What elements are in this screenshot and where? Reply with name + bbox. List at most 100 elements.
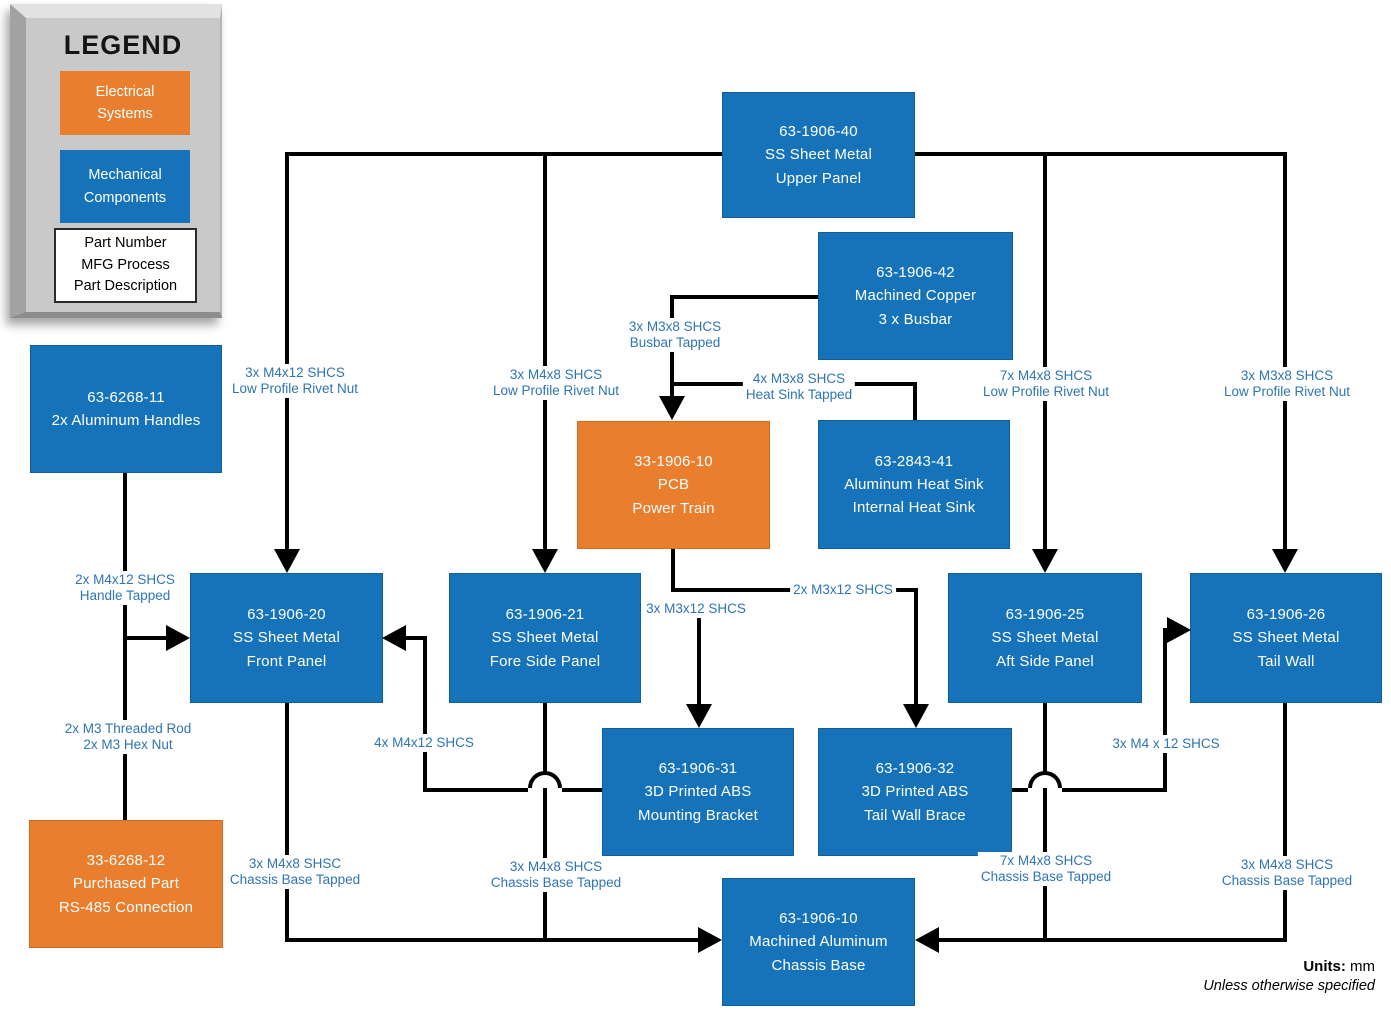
arrowhead-into-fore-side-panel [532, 549, 558, 573]
fastener-method: Chassis Base Tapped [980, 869, 1112, 885]
legend-mechanical-label: Mechanical [88, 167, 162, 184]
line-jump [528, 771, 562, 788]
node-heat-sink: 63-2843-41 Aluminum Heat Sink Internal H… [818, 420, 1010, 549]
fastener-method: Heat Sink Tapped [745, 387, 853, 403]
arrowhead-into-front-panel [274, 549, 300, 573]
connector-line [1283, 152, 1287, 549]
node-upper-panel: 63-1906-40 SS Sheet Metal Upper Panel [722, 92, 915, 218]
fastener-label-pcb-brace: 2x M3x12 SHCS [790, 581, 896, 600]
part-number: 63-1906-25 [1005, 606, 1085, 624]
connector-line [562, 788, 602, 792]
mfg-process: Machined Copper [854, 287, 977, 305]
mfg-process: SS Sheet Metal [1232, 629, 1340, 647]
fastener-spec: 4x M4x12 SHCS [374, 735, 474, 750]
fastener-spec: 2x M4x12 SHCS [75, 572, 175, 587]
fastener-method: Handle Tapped [79, 588, 171, 604]
part-description: Fore Side Panel [489, 652, 601, 670]
fastener-label-front-top: 3x M4x12 SHCS Low Profile Rivet Nut [228, 364, 362, 399]
legend-mechanical-label: Components [83, 189, 167, 206]
fastener-spec: 4x M3x8 SHCS [752, 371, 846, 386]
legend-electrical-label: Systems [97, 106, 153, 122]
fastener-method: Chassis Base Tapped [1221, 873, 1353, 889]
mfg-process: 3D Printed ABS [644, 783, 752, 801]
mfg-process: PCB [657, 476, 690, 494]
connector-line [1012, 788, 1028, 792]
fastener-label-handle: 2x M4x12 SHCS Handle Tapped [72, 571, 178, 606]
legend-key-part-number: Part Number [84, 234, 167, 251]
node-busbar: 63-1906-42 Machined Copper 3 x Busbar [818, 232, 1013, 360]
arrowhead-into-chassis-base-right [915, 927, 939, 953]
part-description: 2x Aluminum Handles [51, 412, 201, 429]
part-description: Power Train [632, 499, 715, 517]
fastener-spec: 2x M3 Threaded Rod [64, 721, 192, 736]
fastener-spec: 3x M3x8 SHCS [1240, 368, 1334, 383]
arrowhead-handles-into-front-panel [166, 625, 190, 651]
line-jump [1028, 771, 1062, 788]
connector-line [671, 548, 675, 592]
fastener-label-fore-base: 3x M4x8 SHCS Chassis Base Tapped [487, 858, 625, 893]
legend-electrical-label: Electrical [95, 83, 155, 100]
node-mounting-bracket: 63-1906-31 3D Printed ABS Mounting Brack… [602, 728, 794, 856]
mfg-process: Purchased Part [72, 875, 180, 893]
part-number: 63-1906-42 [876, 264, 955, 282]
legend-electrical-swatch: Electrical Systems [60, 71, 190, 135]
connector-line [285, 152, 289, 549]
fastener-label-tail-top: 3x M3x8 SHCS Low Profile Rivet Nut [1220, 367, 1354, 402]
arrowhead-into-aft-side-panel [1032, 549, 1058, 573]
arrowhead-into-mounting-bracket [686, 704, 712, 728]
fastener-label-heat-sink: 4x M3x8 SHCS Heat Sink Tapped [742, 370, 856, 405]
arrowhead-into-pcb [659, 396, 685, 420]
legend-key-part-description: Part Description [73, 278, 178, 295]
legend-title: LEGEND [63, 30, 183, 60]
fastener-method: Chassis Base Tapped [490, 875, 622, 891]
part-description: Tail Wall [1257, 652, 1315, 670]
node-fore-side-panel: 63-1906-21 SS Sheet Metal Fore Side Pane… [449, 573, 641, 703]
fastener-label-front-base: 3x M4x8 SHSC Chassis Base Tapped [226, 855, 364, 890]
fastener-method: Chassis Base Tapped [229, 872, 361, 888]
units-value: mm [1345, 958, 1375, 975]
fastener-spec: 3x M4x8 SHCS [509, 367, 603, 382]
mfg-process: Machined Aluminum [749, 933, 888, 951]
mfg-process: SS Sheet Metal [764, 146, 873, 164]
fastener-label-bracket-front: 4x M4x12 SHCS [371, 734, 477, 753]
fastener-method: 2x M3 Hex Nut [83, 737, 173, 753]
connector-line [285, 152, 722, 156]
part-number: 63-2843-41 [874, 452, 954, 470]
fastener-label-busbar-pcb: 3x M3x8 SHCS Busbar Tapped [625, 318, 725, 353]
fastener-spec: 3x M4x8 SHCS [509, 859, 603, 874]
fastener-method: Low Profile Rivet Nut [1223, 384, 1351, 400]
connector-line [914, 588, 918, 704]
node-tail-wall-brace: 63-1906-32 3D Printed ABS Tail Wall Brac… [818, 728, 1012, 856]
part-number: 63-1906-32 [875, 760, 955, 778]
fastener-spec: 2x M3x12 SHCS [793, 582, 893, 597]
mfg-process: SS Sheet Metal [491, 629, 599, 647]
connector-line [543, 152, 547, 549]
part-number: 33-1906-10 [634, 453, 713, 471]
part-description: Upper Panel [775, 169, 862, 187]
arrowhead-bracket-into-front-panel [382, 625, 406, 651]
fastener-spec: 7x M4x8 SHCS [999, 853, 1093, 868]
fastener-method: Busbar Tapped [629, 335, 721, 351]
connector-line [1283, 703, 1287, 942]
part-number: 63-1906-31 [658, 760, 738, 778]
fastener-label-fore-top: 3x M4x8 SHCS Low Profile Rivet Nut [489, 366, 623, 401]
legend-panel: LEGEND Electrical Systems Mechanical Com… [10, 4, 222, 318]
fastener-method: Low Profile Rivet Nut [982, 384, 1110, 400]
connector-line [672, 295, 818, 299]
fastener-spec: 3x M4x12 SHCS [245, 365, 345, 380]
fastener-spec: 3x M3x8 SHCS [628, 319, 722, 334]
node-front-panel: 63-1906-20 SS Sheet Metal Front Panel [190, 573, 383, 703]
node-handles: 63-6268-11 2x Aluminum Handles [30, 345, 222, 473]
units-label: Units: [1303, 958, 1346, 975]
units-qualifier: Unless otherwise specified [1203, 978, 1375, 994]
fastener-label-tail-base: 3x M4x8 SHCS Chassis Base Tapped [1218, 856, 1356, 891]
arrowhead-brace-into-tail-wall [1167, 617, 1191, 643]
arrowhead-into-chassis-base-left [698, 927, 722, 953]
connector-line [913, 382, 917, 420]
connector-line [1043, 703, 1047, 942]
connector-line [913, 152, 1287, 156]
node-rs485-connection: 33-6268-12 Purchased Part RS-485 Connect… [29, 820, 223, 948]
connector-line [543, 703, 547, 942]
part-number: 63-1906-20 [247, 606, 326, 624]
connector-line [939, 938, 1287, 942]
